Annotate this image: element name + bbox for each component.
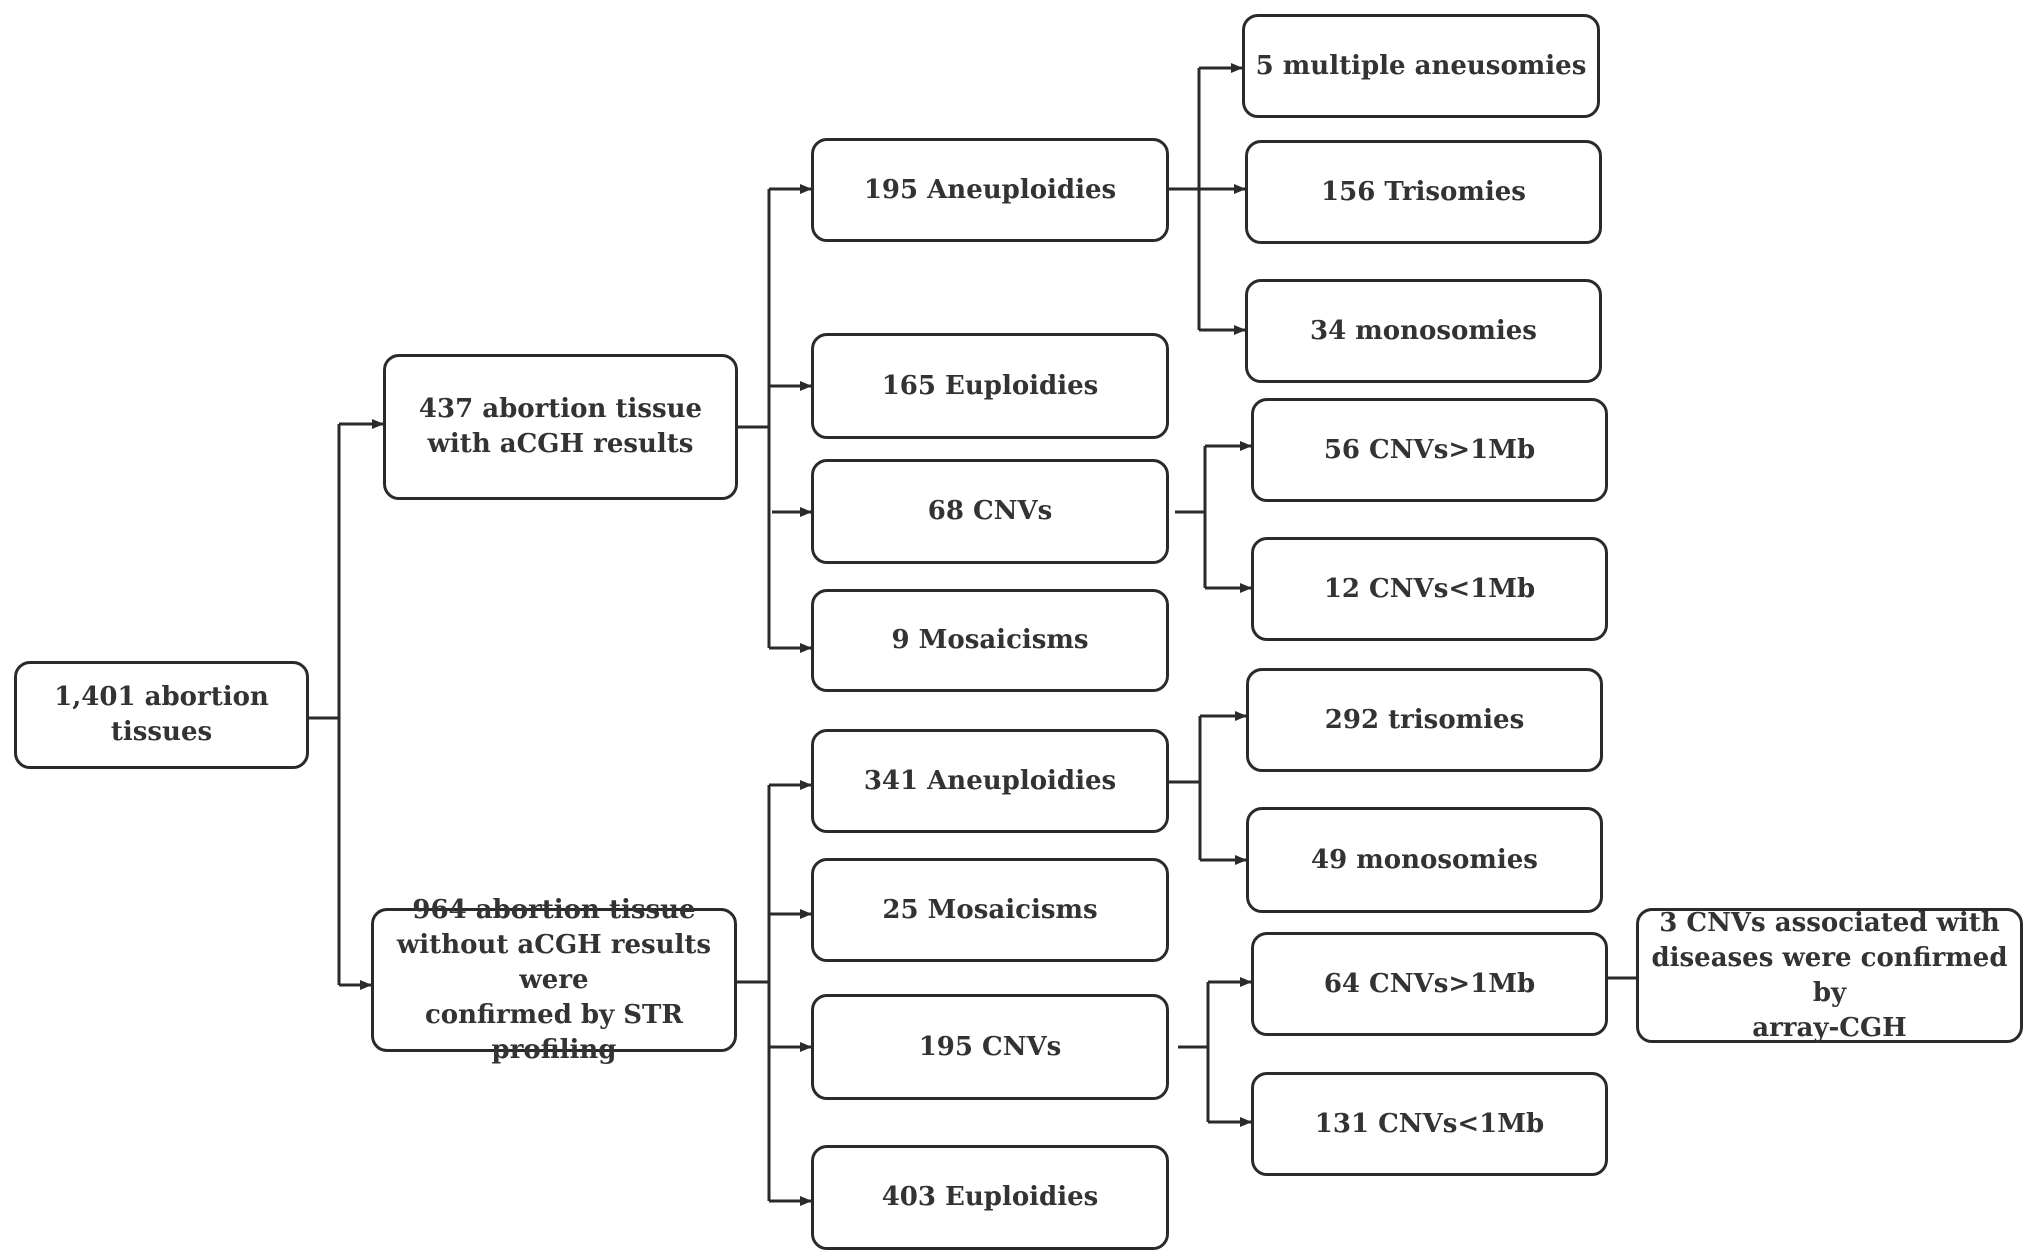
node-b-euploidies-label: 403 Euploidies — [881, 1182, 1099, 1212]
node-b-aneuploidies-label: 341 Aneuploidies — [863, 765, 1117, 796]
node-b-confirmed-array-cgh-label: 3 CNVs associated with diseases were con… — [1651, 907, 2008, 1043]
node-b-trisomies: 292 trisomies — [1246, 668, 1603, 772]
node-root-label: 1,401 abortion tissues — [54, 682, 269, 747]
node-b-cnvs: 195 CNVs — [811, 994, 1169, 1100]
node-a-cnvs-gt-1mb-label: 56 CNVs>1Mb — [1323, 434, 1536, 465]
connector-group — [309, 63, 1636, 1206]
node-b-trisomies-label: 292 trisomies — [1324, 704, 1525, 735]
node-b-euploidies: 403 Euploidies — [811, 1145, 1169, 1250]
node-b-cnvs-gt-1mb: 64 CNVs>1Mb — [1251, 932, 1608, 1036]
node-a-euploidies-label: 165 Euploidies — [881, 370, 1099, 401]
node-a-monosomies: 34 monosomies — [1245, 279, 1602, 383]
node-a-trisomies: 156 Trisomies — [1245, 140, 1602, 244]
node-a-cnvs-lt-1mb-label: 12 CNVs<1Mb — [1323, 573, 1536, 604]
node-a-mosaicisms-label: 9 Mosaicisms — [891, 625, 1089, 655]
node-b-cnvs-lt-1mb: 131 CNVs<1Mb — [1251, 1072, 1608, 1176]
node-b-mosaicisms: 25 Mosaicisms — [811, 858, 1169, 962]
node-a-cnvs: 68 CNVs — [811, 459, 1169, 564]
node-a-aneuploidies-label: 195 Aneuploidies — [863, 174, 1117, 205]
node-root: 1,401 abortion tissues — [14, 661, 309, 769]
node-a-trisomies-label: 156 Trisomies — [1321, 176, 1526, 207]
node-a-cnvs-gt-1mb: 56 CNVs>1Mb — [1251, 398, 1608, 502]
node-a-multiple-aneusomies-label: 5 multiple aneusomies — [1255, 50, 1587, 81]
node-a-cnvs-lt-1mb: 12 CNVs<1Mb — [1251, 537, 1608, 641]
node-b-monosomies: 49 monosomies — [1246, 807, 1603, 913]
node-b-cnvs-gt-1mb-label: 64 CNVs>1Mb — [1323, 968, 1536, 999]
node-a-monosomies-label: 34 monosomies — [1310, 315, 1537, 346]
node-without-acgh-label: 964 abortion tissue without aCGH results… — [396, 894, 712, 1065]
node-a-aneuploidies: 195 Aneuploidies — [811, 138, 1169, 242]
node-with-acgh-label: 437 abortion tissue with aCGH results — [418, 394, 703, 459]
node-without-acgh: 964 abortion tissue without aCGH results… — [371, 895, 737, 1065]
node-b-monosomies-label: 49 monosomies — [1311, 844, 1538, 875]
node-a-cnvs-label: 68 CNVs — [927, 496, 1053, 526]
node-a-multiple-aneusomies: 5 multiple aneusomies — [1242, 14, 1600, 118]
node-b-confirmed-array-cgh: 3 CNVs associated with diseases were con… — [1636, 908, 2023, 1043]
node-with-acgh: 437 abortion tissue with aCGH results — [383, 354, 738, 500]
node-b-cnvs-label: 195 CNVs — [918, 1031, 1062, 1062]
node-b-mosaicisms-label: 25 Mosaicisms — [882, 894, 1098, 925]
node-b-aneuploidies: 341 Aneuploidies — [811, 729, 1169, 833]
node-b-cnvs-lt-1mb-label: 131 CNVs<1Mb — [1314, 1108, 1545, 1139]
node-a-mosaicisms: 9 Mosaicisms — [811, 589, 1169, 692]
node-a-euploidies: 165 Euploidies — [811, 333, 1169, 439]
